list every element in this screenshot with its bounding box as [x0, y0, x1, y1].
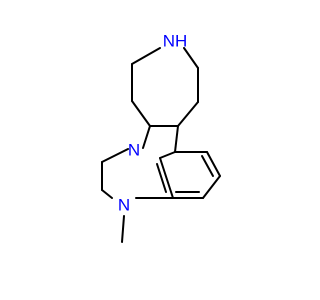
bond [201, 155, 214, 177]
bond [177, 101, 199, 127]
bond [202, 175, 221, 199]
atom-label-n-methyl: N [118, 196, 130, 215]
atom-label-layer: NH N N [118, 32, 187, 215]
bond [174, 125, 179, 153]
bond [101, 148, 129, 163]
bond [101, 189, 113, 199]
bond [183, 47, 199, 69]
bond-layer [101, 47, 221, 243]
structure-canvas: NH N N [101, 31, 221, 243]
molecule-structure: NH N N [101, 32, 221, 243]
bond [206, 151, 221, 177]
bond [131, 47, 161, 65]
bond [131, 100, 151, 127]
bond [142, 125, 151, 149]
bond [159, 157, 174, 199]
bond [159, 151, 176, 159]
bond [156, 163, 167, 193]
atom-label-n-indoline: N [128, 141, 140, 160]
bond [121, 215, 125, 243]
atom-label-nh: NH [163, 32, 188, 51]
